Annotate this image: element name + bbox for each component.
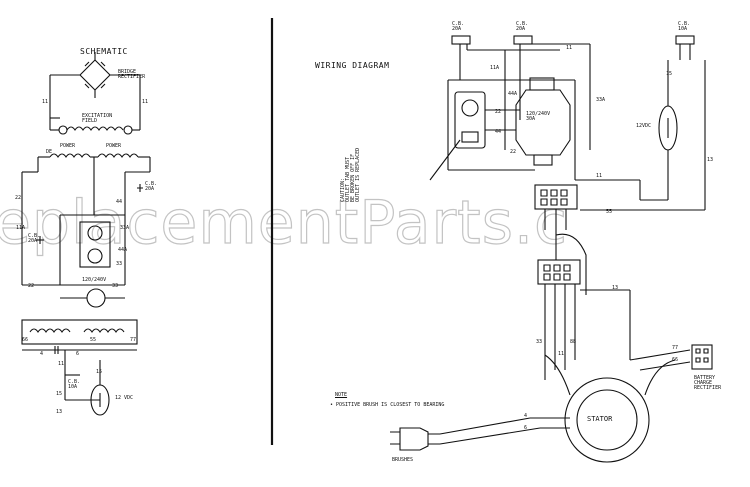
caution-label: CAUTION: OUTLET TAB MUST BE BROKEN OFF I… <box>340 147 361 202</box>
terminal-blocks <box>534 184 581 285</box>
caution-arrow <box>429 139 461 181</box>
circuit-breakers <box>451 35 695 45</box>
wiring-panel <box>390 35 713 463</box>
wire-label: 15 <box>56 391 63 397</box>
wire-label: 22 <box>510 149 517 155</box>
schematic-dc-circuit <box>21 319 138 416</box>
cb-label-bottom: C.B. 10A <box>68 379 81 390</box>
wire-label: 13 <box>612 285 619 291</box>
power-windings <box>37 153 151 172</box>
power-label-left: POWER <box>60 143 76 149</box>
wire-label: 11 <box>58 361 65 367</box>
schematic-panel <box>21 52 151 416</box>
wire-label: 33 <box>112 283 119 289</box>
wire-label: 66 <box>22 337 29 343</box>
wire-label: 13 <box>707 157 714 163</box>
wire-label: 11A <box>490 65 500 71</box>
cb-label-left: C.B. 20A <box>28 233 41 244</box>
wire-label: 55 <box>606 209 613 215</box>
receptacle-label: 120/240V <box>82 277 107 283</box>
wire-label: 22 <box>495 109 502 115</box>
dc-outlet-label: 12VDC <box>636 123 652 129</box>
wire-label: 44 <box>116 199 123 205</box>
outlet-label: 120/240V 30A <box>526 111 551 122</box>
wire-label: 88 <box>570 339 577 345</box>
wire-label: 6 <box>524 425 528 431</box>
cb-label-mid: C.B. 20A <box>145 181 158 192</box>
wire-label: 6 <box>76 351 80 357</box>
wire-label: 11 <box>42 99 49 105</box>
wiring-title: WIRING DIAGRAM <box>315 61 390 70</box>
wire-label: 11 <box>596 173 603 179</box>
wire-label: 22 <box>28 283 35 289</box>
wiring-harness-top <box>447 43 706 211</box>
wire-label: 33A <box>596 97 606 103</box>
wire-label: 44A <box>508 91 518 97</box>
wire-label: 4 <box>40 351 44 357</box>
stator <box>544 354 676 463</box>
wire-label: 77 <box>672 345 679 351</box>
brushes-label: BRUSHES <box>392 457 414 463</box>
wire-label: DE <box>46 149 53 155</box>
dc-label: 12 VDC <box>115 395 134 401</box>
dc-outlet <box>658 105 678 151</box>
bridge-rectifier <box>49 52 141 118</box>
battery-rectifier-label: BATTERY CHARGE RECTIFIER <box>694 375 722 391</box>
receptacle-30a <box>515 77 571 166</box>
wire-label: 55 <box>90 337 97 343</box>
wire-label: 15 <box>666 71 673 77</box>
wire-label: 66 <box>672 357 679 363</box>
wire-label: 11 <box>142 99 149 105</box>
wire-label: 11 <box>566 45 573 51</box>
cb-label-2: C.B. 20A <box>516 21 529 32</box>
wire-label: 4 <box>524 413 528 419</box>
schematic-title: SCHEMATIC <box>80 47 128 56</box>
stator-label: STATOR <box>587 415 613 423</box>
receptacle-120v <box>454 91 486 149</box>
excitation-field-label: EXCITATION FIELD <box>82 113 113 124</box>
wire-label: 11 <box>558 351 565 357</box>
note-text: • POSITIVE BRUSH IS CLOSEST TO BEARING <box>330 402 445 408</box>
wire-label: 33 <box>536 339 543 345</box>
wiring-harness-middle <box>544 209 691 380</box>
cb-label-3: C.B. 10A <box>678 21 691 32</box>
wire-label: 11A <box>16 225 26 231</box>
wire-label: 44A <box>118 247 128 253</box>
wire-label: 22 <box>15 195 22 201</box>
wire-label: 33A <box>120 225 130 231</box>
wire-label: 15 <box>96 369 103 375</box>
wire-label: 44 <box>495 129 502 135</box>
schematic-main-loop <box>21 157 150 308</box>
excitation-field <box>49 117 141 135</box>
wire-label: 33 <box>116 261 123 267</box>
wire-label: 77 <box>130 337 137 343</box>
wire-label: 13 <box>56 409 63 415</box>
brushes <box>390 417 570 451</box>
note-title: NOTE <box>335 392 348 398</box>
power-label-right: POWER <box>106 143 122 149</box>
cb-label-1: C.B. 20A <box>452 21 465 32</box>
bridge-rectifier-label: BRIDGE RECTIFIER <box>118 69 146 80</box>
battery-charge-rectifier <box>691 344 713 370</box>
